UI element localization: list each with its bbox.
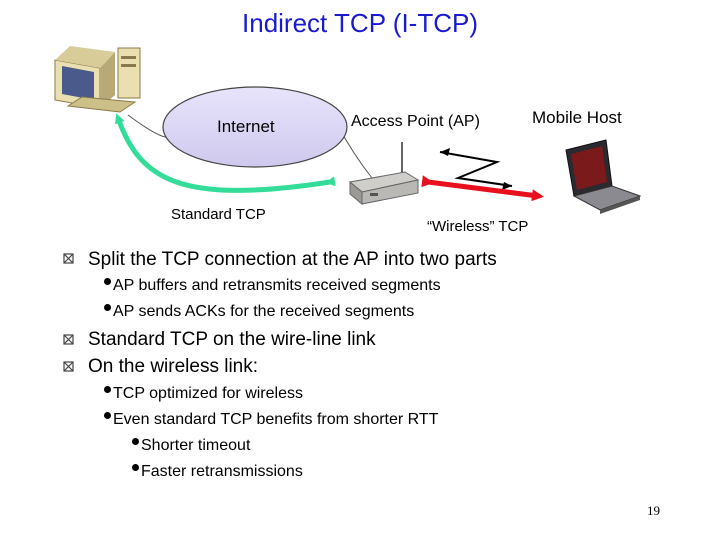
bullet-3-sub-2-sub-2: Faster retransmissions [132, 463, 303, 481]
bullet-marker-2 [63, 334, 74, 345]
internet-label: Internet [217, 117, 275, 136]
page-number: 19 [647, 503, 660, 518]
bullet-marker-3 [63, 361, 74, 372]
bullet-1-sub-2: AP sends ACKs for the received segments [104, 303, 414, 321]
bullet-3-sub-1: TCP optimized for wireless [104, 385, 303, 403]
access-point-icon [348, 142, 420, 206]
wireless-link-arrow [421, 175, 544, 202]
bullet-marker-1 [63, 253, 74, 264]
bullet-3-sub-2: Even standard TCP benefits from shorter … [104, 411, 438, 429]
slide-title: Indirect TCP (I-TCP) [242, 8, 478, 38]
access-point-label: Access Point (AP) [351, 113, 480, 130]
standard-tcp-label: Standard TCP [171, 206, 266, 223]
bullet-1-sub-1: AP buffers and retransmits received segm… [104, 277, 441, 295]
bullet-2-text: Standard TCP on the wire-line link [88, 329, 376, 350]
mobile-host-label: Mobile Host [532, 108, 622, 127]
desktop-computer-icon [54, 46, 141, 113]
bullet-3-text: On the wireless link: [88, 356, 259, 377]
bullet-3-sub-2-sub-1: Shorter timeout [132, 437, 250, 455]
wireless-tcp-label: “Wireless” TCP [427, 218, 529, 235]
bullet-1-text: Split the TCP connection at the AP into … [88, 249, 497, 270]
wired-link-arrow [114, 113, 336, 193]
laptop-icon [565, 139, 642, 214]
